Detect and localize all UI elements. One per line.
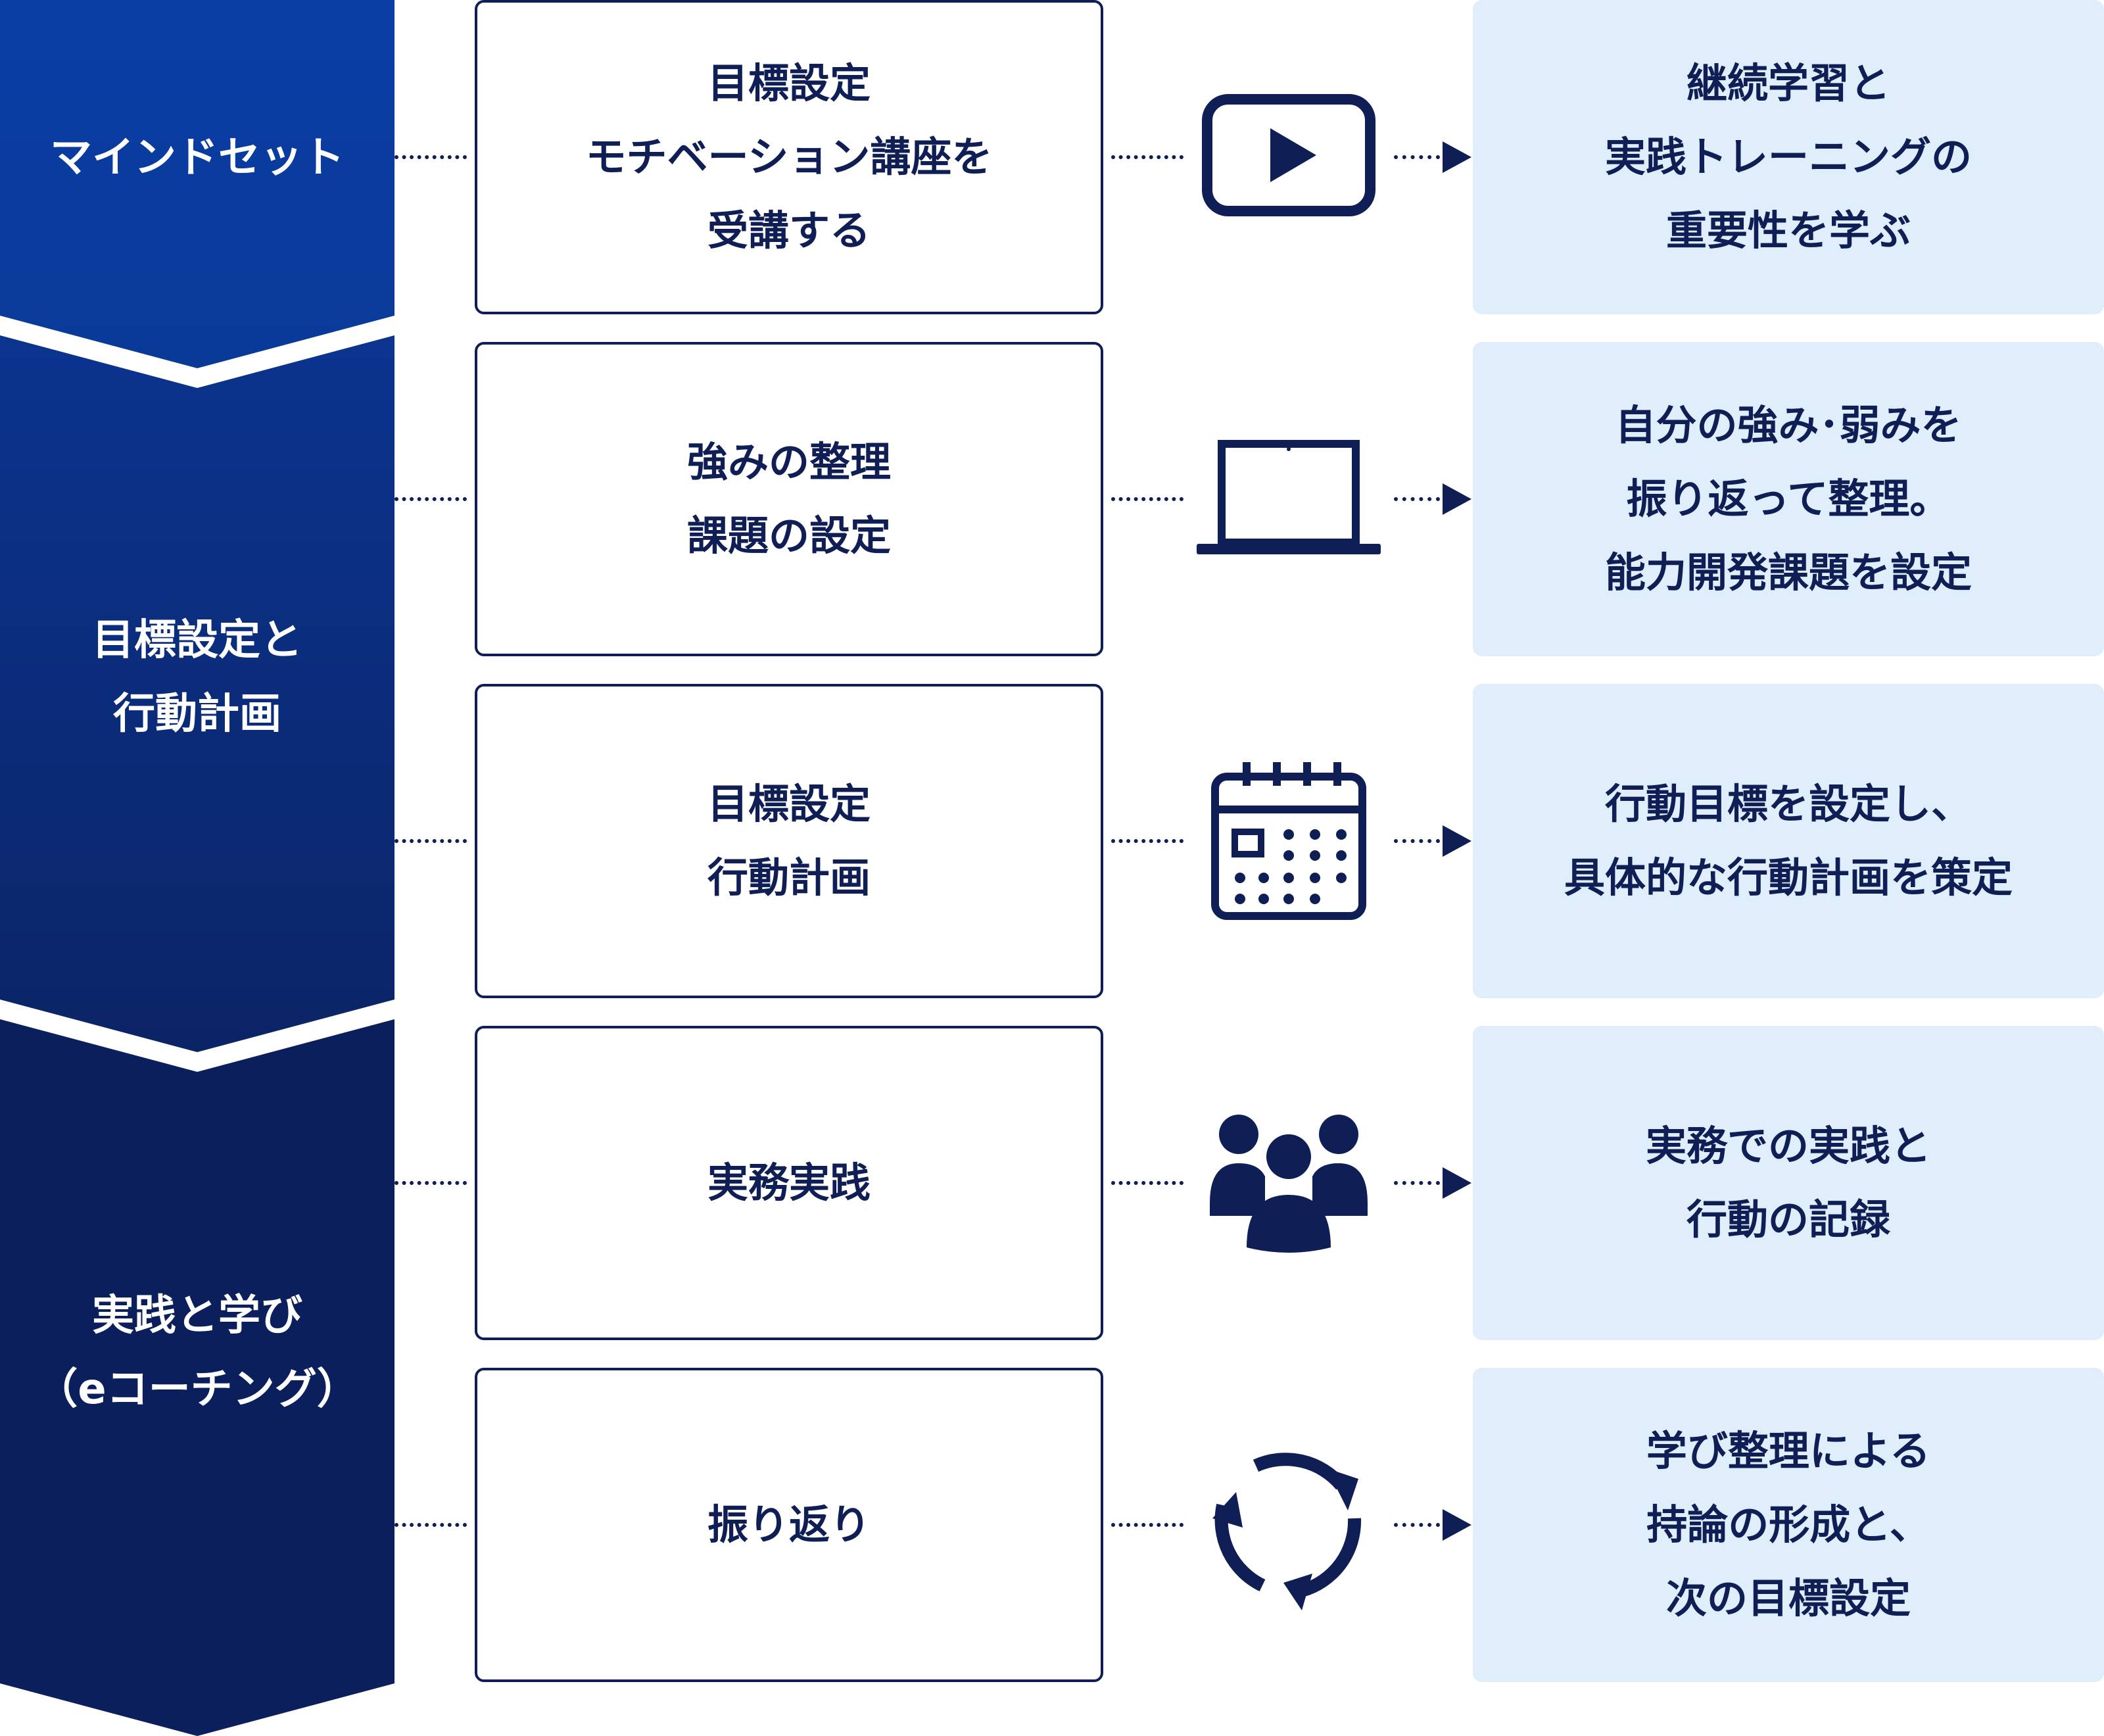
phase-goal-chevron <box>0 335 394 1052</box>
laptop-icon <box>1197 407 1381 591</box>
result-box: 自分の強み･弱みを 振り返って整理。 能力開発課題を設定 <box>1473 342 2104 656</box>
connector-activity-to-icon <box>1111 1523 1184 1527</box>
phase-label-mindset: マインドセット <box>50 133 345 182</box>
video-play-icon <box>1197 65 1381 249</box>
arrow-right-icon <box>1443 825 1471 857</box>
arrow-right-icon <box>1443 1167 1471 1199</box>
people-group-icon <box>1197 1091 1381 1275</box>
activity-box: 強みの整理 課題の設定 <box>475 342 1103 656</box>
connector-activity-to-icon <box>1111 155 1184 159</box>
connector-phase-to-activity <box>394 497 467 501</box>
result-box: 学び整理による 持論の形成と、 次の目標設定 <box>1473 1368 2104 1682</box>
phase-label-practice: 実践と学び（eコーチング） <box>36 1291 359 1414</box>
phase-label-goal-setting: 目標設定と行動計画 <box>92 616 302 738</box>
connector-phase-to-activity <box>394 1181 467 1185</box>
phase-practice-chevron <box>0 1019 394 1736</box>
result-box: 実務での実践と 行動の記録 <box>1473 1026 2104 1340</box>
connector-icon-to-result <box>1394 1181 1440 1185</box>
activity-box: 目標設定 モチベーション講座を 受講する <box>475 0 1103 314</box>
phase-mindset-chevron <box>0 0 394 368</box>
connector-icon-to-result <box>1394 839 1440 843</box>
connector-activity-to-icon <box>1111 1181 1184 1185</box>
arrow-right-icon <box>1443 483 1471 515</box>
connector-icon-to-result <box>1394 1523 1440 1527</box>
phase-column <box>0 0 394 1736</box>
activity-box: 実務実践 <box>475 1026 1103 1340</box>
connector-icon-to-result <box>1394 155 1440 159</box>
activity-box: 目標設定 行動計画 <box>475 684 1103 998</box>
result-box: 行動目標を設定し、 具体的な行動計画を策定 <box>1473 684 2104 998</box>
calendar-icon <box>1197 749 1381 933</box>
connector-phase-to-activity <box>394 1523 467 1527</box>
arrow-right-icon <box>1443 1509 1471 1541</box>
connector-activity-to-icon <box>1111 497 1184 501</box>
connector-phase-to-activity <box>394 155 467 159</box>
cycle-arrows-icon <box>1197 1433 1381 1617</box>
connector-activity-to-icon <box>1111 839 1184 843</box>
activity-box: 振り返り <box>475 1368 1103 1682</box>
connector-icon-to-result <box>1394 497 1440 501</box>
connector-phase-to-activity <box>394 839 467 843</box>
arrow-right-icon <box>1443 141 1471 173</box>
result-box: 継続学習と 実践トレーニングの 重要性を学ぶ <box>1473 0 2104 314</box>
